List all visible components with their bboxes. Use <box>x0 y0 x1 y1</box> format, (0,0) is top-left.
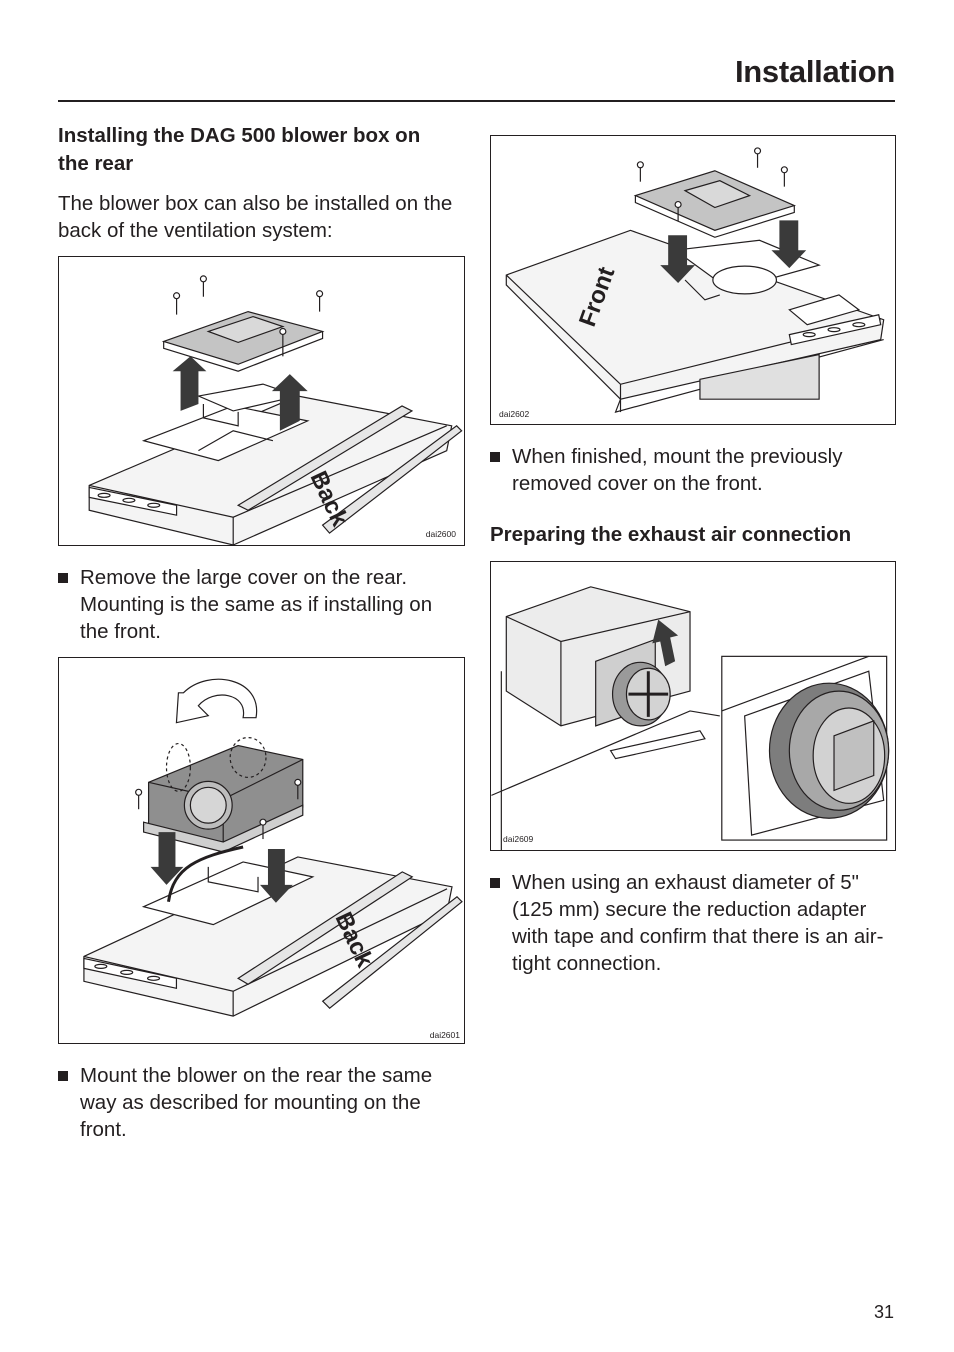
illustration-exhaust-connection <box>491 586 890 850</box>
left-column: Installing the DAG 500 blower box on the… <box>58 122 465 1143</box>
section-heading-rear: Installing the DAG 500 blower box on the… <box>58 124 421 175</box>
figure-id-label: dai2609 <box>503 834 534 844</box>
bullet-text: When finished, mount the previously remo… <box>512 445 843 495</box>
page-title: Installation <box>734 54 895 89</box>
figure-id-label: dai2602 <box>499 409 530 419</box>
illustration-cover-removal-rear <box>88 275 463 545</box>
intro-text: The blower box can also be installed on … <box>58 192 453 242</box>
illustration-blower-rear <box>83 678 463 1017</box>
bullet-square-icon <box>490 452 500 462</box>
bullet-square-icon <box>58 573 68 583</box>
page-header: Installation <box>58 50 895 102</box>
instruction-bullet: When using an exhaust diameter of 5" (12… <box>490 869 896 977</box>
figure-id-label: dai2601 <box>429 1030 460 1040</box>
instruction-bullet: Mount the blower on the rear the same wa… <box>58 1062 465 1143</box>
page-number: 31 <box>873 1302 894 1322</box>
figure-dai2602: Front dai2602 <box>490 135 896 425</box>
right-column: Front dai2602 When finished, mount the p… <box>490 135 896 977</box>
bullet-square-icon <box>58 1071 68 1081</box>
bullet-text: Remove the large cover on the rear. Moun… <box>80 566 433 643</box>
figure-id-label: dai2600 <box>425 529 456 539</box>
illustration-cover-front <box>505 147 885 413</box>
bullet-text: Mount the blower on the rear the same wa… <box>80 1064 433 1141</box>
figure-dai2601: Back dai2601 <box>58 657 465 1044</box>
figure-dai2600: Back dai2600 <box>58 256 465 546</box>
section-heading-exhaust: Preparing the exhaust air connection <box>490 523 852 546</box>
bullet-square-icon <box>490 878 500 888</box>
figure-dai2609: dai2609 <box>490 561 896 851</box>
instruction-bullet: Remove the large cover on the rear. Moun… <box>58 564 465 645</box>
instruction-bullet: When finished, mount the previously remo… <box>490 443 896 497</box>
bullet-text: When using an exhaust diameter of 5" (12… <box>512 871 884 975</box>
